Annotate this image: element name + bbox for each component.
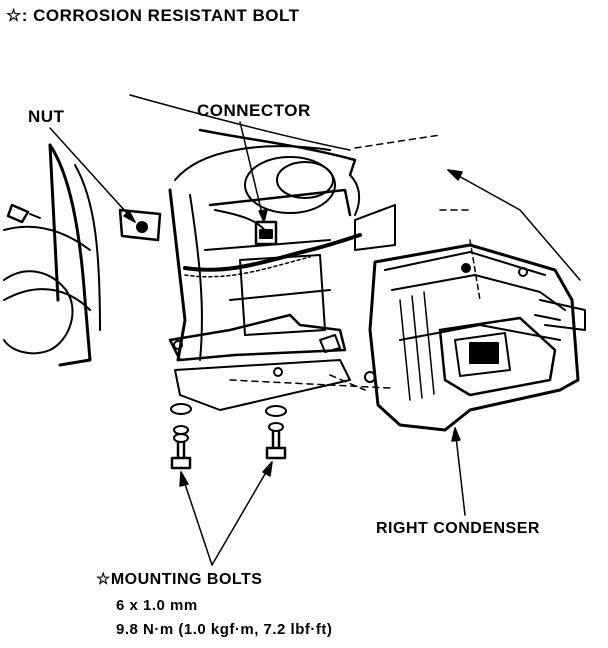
lower-bracket [168,313,351,411]
connector-part [254,220,278,246]
leader-condenser [451,427,466,516]
torque-spec: 9.8 N·m (1.0 kgf·m, 7.2 lbf·ft) [116,621,333,638]
leader-direction [447,169,581,281]
label-right-condenser: RIGHT CONDENSER [376,520,540,537]
mounting-bolt-left [170,403,192,470]
leader-connector [239,121,268,223]
bolt-size-spec: 6 x 1.0 mm [116,597,198,614]
right-condenser-part [354,204,586,432]
mounting-bolt-right [265,405,287,460]
radiator-support [129,94,357,362]
leader-nut [49,127,136,223]
label-nut: NUT [28,107,65,126]
reference-lines [229,134,471,391]
label-connector: CONNECTOR [197,101,311,120]
label-mounting-bolts: ☆MOUNTING BOLTS [96,571,263,588]
nut-plate [118,208,162,242]
fender-panel [3,143,101,367]
leader-bolts [179,461,273,566]
legend-corrosion-resistant: ☆: CORROSION RESISTANT BOLT [6,6,300,25]
